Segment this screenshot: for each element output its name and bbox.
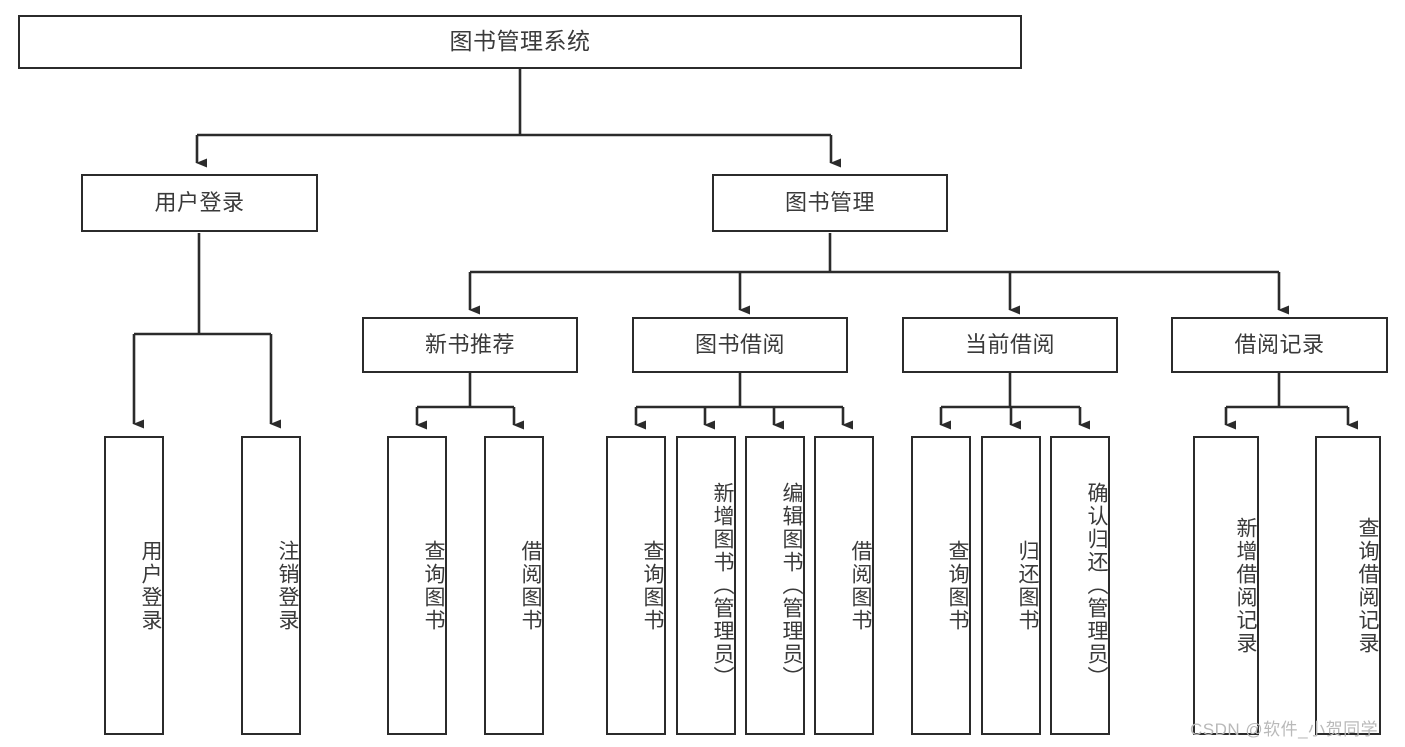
leaf-record-query-borrow-record[interactable]: 查询借阅记录 [1315,436,1381,735]
leaf-label: 确认归还（管理员） [1085,482,1108,689]
leaf-current-return-book[interactable]: 归还图书 [981,436,1041,735]
node-borrow-record[interactable]: 借阅记录 [1171,317,1388,373]
leaf-label: 注销登录 [276,539,299,632]
leaf-record-add-borrow-record[interactable]: 新增借阅记录 [1193,436,1259,735]
leaf-user-login-signout[interactable]: 注销登录 [241,436,301,735]
leaf-label: 新增借阅记录 [1234,516,1257,655]
leaf-label: 新增图书（管理员） [711,482,734,689]
leaf-borrow-edit-book-admin[interactable]: 编辑图书（管理员） [745,436,805,735]
leaf-label: 查询图书 [946,539,969,632]
leaf-current-confirm-return-admin[interactable]: 确认归还（管理员） [1050,436,1110,735]
leaf-user-login-signin[interactable]: 用户登录 [104,436,164,735]
leaf-borrow-add-book-admin[interactable]: 新增图书（管理员） [676,436,736,735]
leaf-label: 编辑图书（管理员） [780,482,803,689]
leaf-newbook-query-book[interactable]: 查询图书 [387,436,447,735]
leaf-label: 查询图书 [641,539,664,632]
leaf-borrow-borrow-book[interactable]: 借阅图书 [814,436,874,735]
node-user-login[interactable]: 用户登录 [81,174,318,232]
leaf-newbook-borrow-book[interactable]: 借阅图书 [484,436,544,735]
leaf-borrow-query-book[interactable]: 查询图书 [606,436,666,735]
leaf-label: 用户登录 [139,539,162,632]
leaf-label: 借阅图书 [849,539,872,632]
csdn-watermark: CSDN @软件_小贺同学 [1190,720,1379,739]
node-root-library-system[interactable]: 图书管理系统 [18,15,1022,69]
leaf-label: 查询借阅记录 [1356,516,1379,655]
node-current-borrow[interactable]: 当前借阅 [902,317,1118,373]
node-new-book-recommend[interactable]: 新书推荐 [362,317,578,373]
leaf-label: 借阅图书 [519,539,542,632]
leaf-label: 查询图书 [422,539,445,632]
node-book-management[interactable]: 图书管理 [712,174,948,232]
node-book-borrow[interactable]: 图书借阅 [632,317,848,373]
leaf-label: 归还图书 [1016,539,1039,632]
leaf-current-query-book[interactable]: 查询图书 [911,436,971,735]
